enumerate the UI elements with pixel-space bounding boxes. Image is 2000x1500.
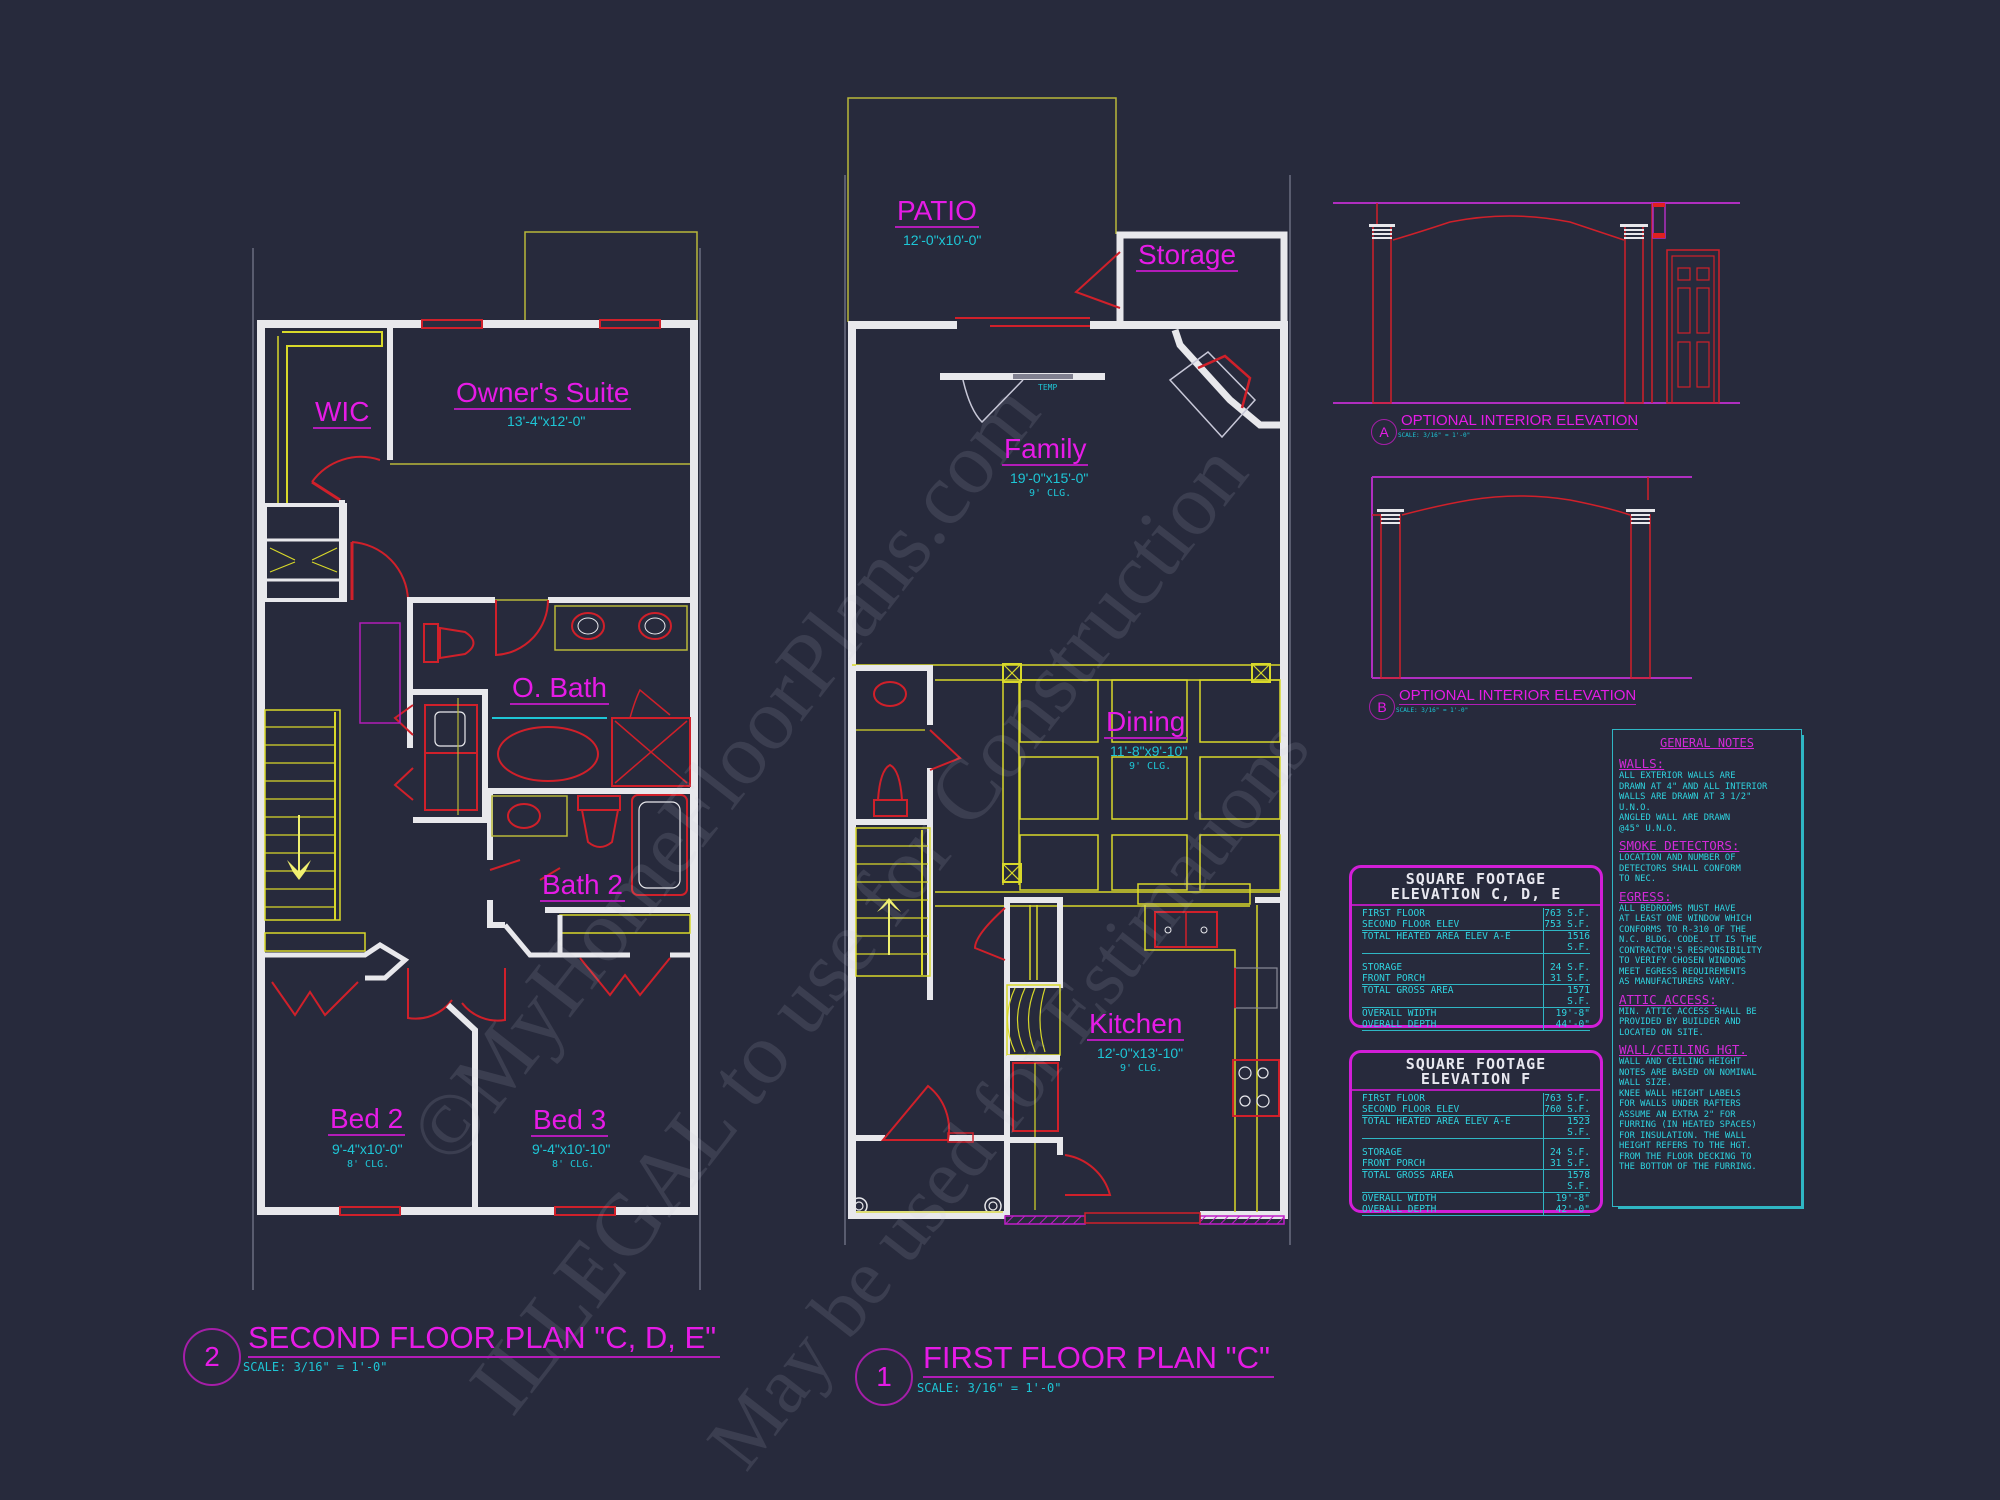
first-floor-plan-scale: SCALE: 3/16" = 1'-0": [917, 1381, 1062, 1395]
room-clg-bed-2: 8' CLG.: [347, 1159, 390, 1170]
room-dim-dining: 11'-8"x9'-10": [1110, 743, 1188, 759]
general-notes-title: GENERAL NOTES: [1660, 736, 1754, 750]
fireplace-temp-label: TEMP: [1038, 383, 1058, 392]
elevation-a-scale: SCALE: 3/16" = 1'-0": [1398, 432, 1471, 439]
notes-body-egress: ALL BEDROOMS MUST HAVE AT LEAST ONE WIND…: [1619, 903, 1762, 988]
room-dim-patio: 12'-0"x10'-0": [903, 232, 982, 248]
second-floor-plan: [252, 231, 701, 1290]
sf-table-title: SQUARE FOOTAGE ELEVATION F: [1352, 1053, 1600, 1091]
notes-heading-egress: EGRESS:: [1619, 888, 1672, 904]
stairs-down: [264, 709, 341, 921]
elevation-b-title: OPTIONAL INTERIOR ELEVATION: [1399, 687, 1637, 705]
notes-body-wall-ceiling-hgt: WALL AND CEILING HEIGHT NOTES ARE BASED …: [1619, 1057, 1757, 1172]
notes-body-smoke-detectors: LOCATION AND NUMBER OF DETECTORS SHALL C…: [1619, 853, 1741, 884]
room-label-owners-suite: Owner's Suite: [454, 377, 632, 410]
room-label-o-bath: O. Bath: [510, 672, 609, 705]
notes-heading-attic-access: ATTIC ACCESS:: [1619, 991, 1717, 1007]
general-notes: GENERAL NOTES WALLS: ALL EXTERIOR WALLS …: [1612, 729, 1802, 1207]
room-clg-kitchen: 9' CLG.: [1120, 1063, 1163, 1074]
room-label-bath-2: Bath 2: [540, 869, 625, 902]
plan-number-badge-1: 1: [855, 1348, 913, 1406]
second-floor-plan-title: SECOND FLOOR PLAN "C, D, E": [248, 1320, 721, 1358]
plan-number-badge-2: 2: [183, 1328, 241, 1386]
room-label-wic: WIC: [313, 396, 372, 429]
room-dim-bed-3: 9'-4"x10'-10": [532, 1141, 611, 1157]
room-label-dining: Dining: [1104, 706, 1188, 739]
room-clg-bed-3: 8' CLG.: [552, 1159, 595, 1170]
room-label-family: Family: [1002, 433, 1089, 466]
elevation-b-drawing: [1371, 476, 1692, 679]
room-label-kitchen: Kitchen: [1087, 1008, 1185, 1041]
room-label-bed-2: Bed 2: [328, 1103, 406, 1136]
notes-heading-smoke-detectors: SMOKE DETECTORS:: [1619, 838, 1740, 853]
stairs-up: [855, 827, 931, 977]
elevation-b-scale: SCALE: 3/16" = 1'-0": [1396, 707, 1469, 714]
elevation-a-title: OPTIONAL INTERIOR ELEVATION: [1401, 412, 1639, 430]
notes-body-walls: ALL EXTERIOR WALLS ARE DRAWN AT 4" AND A…: [1619, 771, 1768, 834]
room-label-bed-3: Bed 3: [531, 1104, 609, 1137]
notes-body-attic-access: MIN. ATTIC ACCESS SHALL BE PROVIDED BY B…: [1619, 1006, 1757, 1038]
square-footage-table-cde: SQUARE FOOTAGE ELEVATION C, D, E FIRST F…: [1349, 865, 1603, 1031]
room-dim-kitchen: 12'-0"x13'-10": [1097, 1045, 1184, 1061]
room-clg-family: 9' CLG.: [1029, 488, 1072, 499]
first-floor-plan-title: FIRST FLOOR PLAN "C": [923, 1340, 1274, 1378]
room-dim-family: 19'-0"x15'-0": [1010, 470, 1089, 486]
elevation-badge-b: B: [1369, 694, 1395, 720]
notes-heading-walls: WALLS:: [1619, 756, 1665, 771]
sf-table-title: SQUARE FOOTAGE ELEVATION C, D, E: [1352, 868, 1600, 906]
elevation-badge-a: A: [1371, 419, 1397, 445]
room-label-storage: Storage: [1136, 239, 1239, 272]
room-label-patio: PATIO: [895, 195, 979, 228]
first-floor-plan: [844, 97, 1291, 1245]
second-floor-plan-scale: SCALE: 3/16" = 1'-0": [243, 1360, 388, 1374]
notes-heading-wall-ceiling-hgt: WALL/CEILING HGT.: [1619, 1042, 1747, 1057]
room-clg-dining: 9' CLG.: [1129, 761, 1172, 772]
elevation-a-drawing: [1333, 202, 1740, 404]
room-dim-bed-2: 9'-4"x10'-0": [332, 1141, 403, 1157]
room-dim-owners-suite: 13'-4"x12'-0": [507, 413, 586, 429]
